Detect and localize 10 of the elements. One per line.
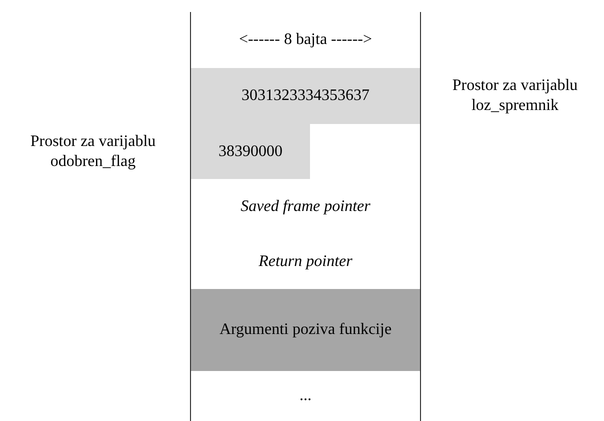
memory-cell: Return pointer [190,234,421,290]
memory-cell: Saved frame pointer [190,179,421,235]
variable-note: Prostor za varijablu loz_spremnik [451,76,579,116]
memory-cell: 3031323334353637 [190,68,421,125]
memory-cell [310,124,421,180]
memory-cell: 38390000 [190,124,311,180]
memory-cell: ... [190,371,421,421]
memory-cell: Argumenti poziva funkcije [190,289,421,372]
variable-note: Prostor za varijablu odobren_flag [29,132,157,172]
column-header: <------ 8 bajta ------> [190,12,421,69]
